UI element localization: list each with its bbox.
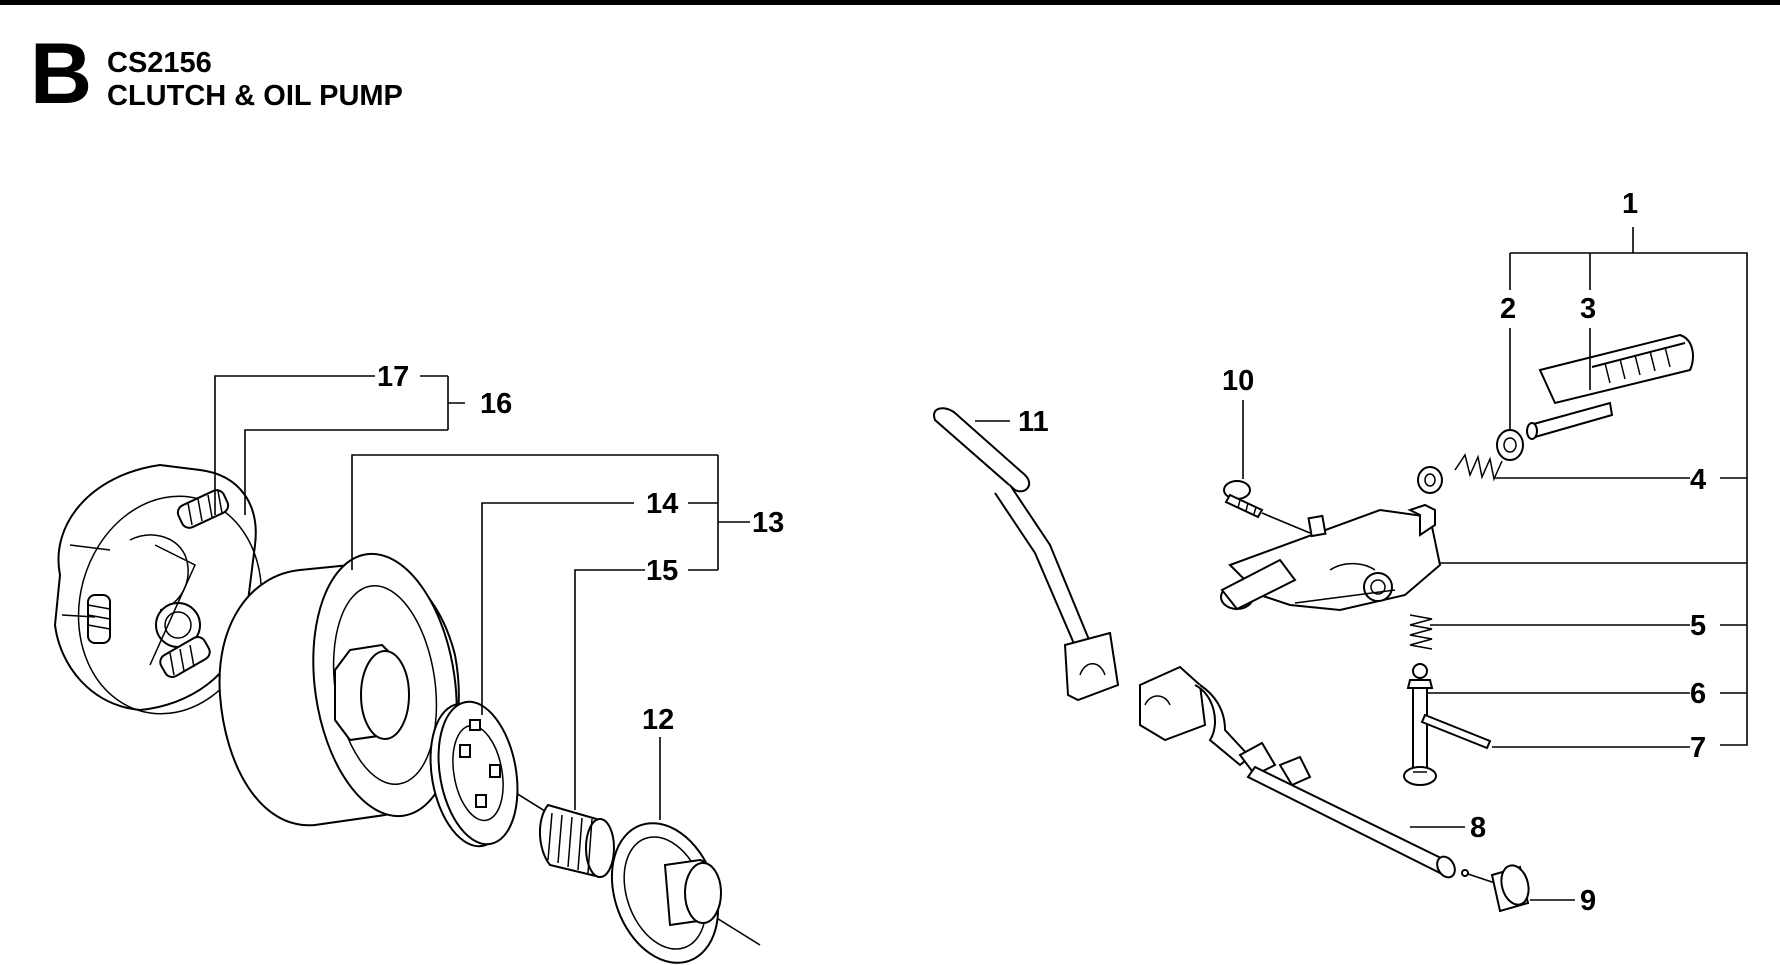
oil-pump-body <box>1220 503 1442 612</box>
callout-9: 9 <box>1580 885 1596 917</box>
callout-14: 14 <box>646 488 678 520</box>
pump-shaft <box>1526 333 1694 440</box>
leader-17 <box>214 375 375 515</box>
screw <box>1223 480 1311 534</box>
clutch-drum <box>218 552 460 827</box>
callout-1: 1 <box>1622 188 1638 220</box>
callout-4: 4 <box>1690 464 1706 496</box>
model-number: CS2156 <box>107 47 212 79</box>
callout-15: 15 <box>646 555 678 587</box>
callout-5: 5 <box>1690 610 1706 642</box>
plunger-spring <box>1409 614 1433 650</box>
oil-hose-pipe <box>933 407 1120 702</box>
clutch-spring <box>87 594 111 644</box>
callout-6: 6 <box>1690 678 1706 710</box>
section-letter: B <box>30 26 93 122</box>
washer <box>1496 429 1524 461</box>
clutch-washer <box>610 822 722 964</box>
oil-hose <box>1139 665 1456 879</box>
callout-16: 16 <box>480 388 512 420</box>
title-block: CS2156 CLUTCH & OIL PUMP <box>107 47 403 113</box>
clutch-shoe-assembly <box>53 463 263 715</box>
pin <box>1420 713 1492 750</box>
exploded-diagram: 1 2 3 4 5 6 7 8 9 10 11 12 13 14 15 16 1… <box>53 188 1748 964</box>
callout-12: 12 <box>642 704 674 736</box>
leader-15 <box>574 569 645 810</box>
leader-16 <box>244 429 448 515</box>
callout-13: 13 <box>752 507 784 539</box>
oil-filter <box>1461 864 1530 913</box>
needle-bearing <box>538 803 615 879</box>
callout-2: 2 <box>1500 293 1516 325</box>
callout-3: 3 <box>1580 293 1596 325</box>
leader-14 <box>481 502 634 715</box>
clutch-spring <box>159 636 211 678</box>
callout-11: 11 <box>1018 406 1049 438</box>
callout-7: 7 <box>1690 732 1706 764</box>
callout-10: 10 <box>1222 365 1254 397</box>
rim-sprocket <box>429 700 519 848</box>
leader-1 <box>1510 252 1748 746</box>
pump-spring <box>1417 453 1503 494</box>
leader-13-top <box>351 454 718 570</box>
callout-8: 8 <box>1470 812 1486 844</box>
callout-17: 17 <box>377 361 409 393</box>
section-title: CLUTCH & OIL PUMP <box>107 80 403 112</box>
plunger <box>1403 663 1437 786</box>
